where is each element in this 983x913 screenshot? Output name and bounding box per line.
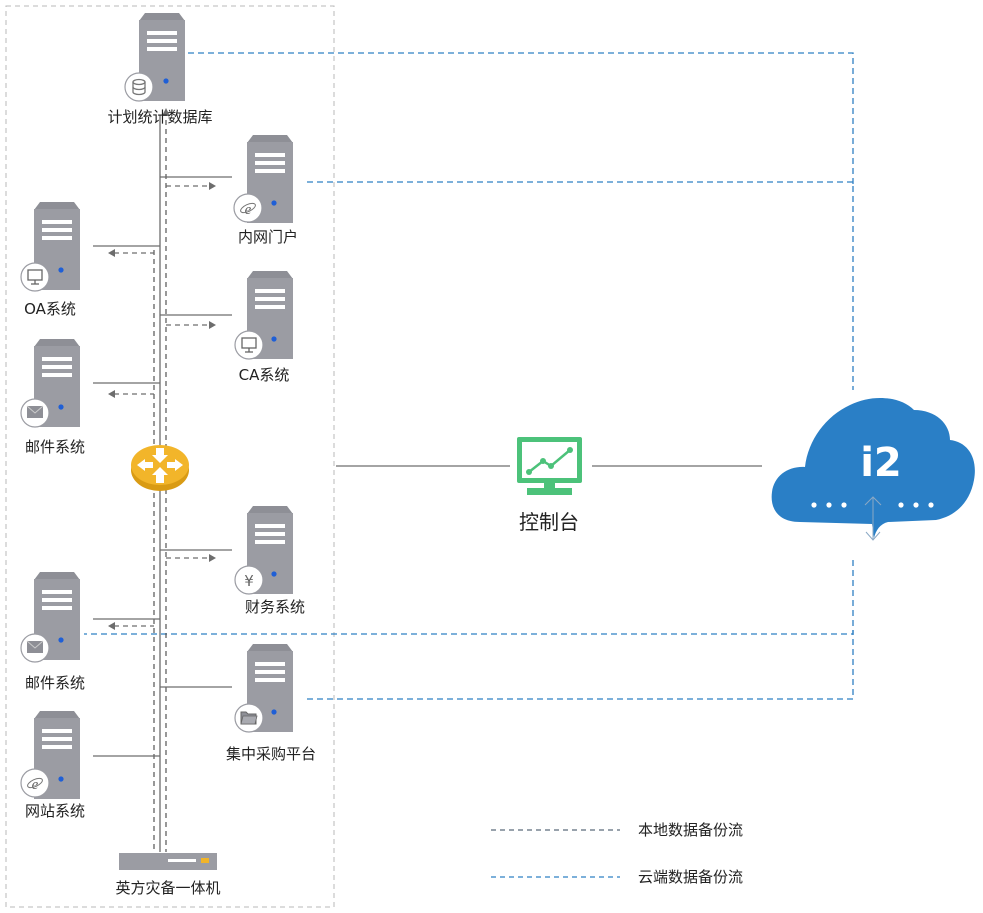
monitor-chart-icon <box>526 447 573 475</box>
appliance-label: 英方灾备一体机 <box>115 879 220 897</box>
cloud-flow-plan-db <box>188 52 854 185</box>
router[interactable] <box>131 445 189 491</box>
server-website-system[interactable]: e 网站系统 <box>20 711 85 820</box>
up-down-arrow-icon <box>864 496 882 541</box>
appliance-slot <box>168 859 196 862</box>
server-label: 邮件系统 <box>25 438 85 456</box>
cloud-dots <box>811 502 934 508</box>
server-procurement-platform[interactable]: 集中采购平台 <box>226 644 316 763</box>
monitor-icon <box>241 337 257 353</box>
legend-label: 本地数据备份流 <box>638 821 743 839</box>
server-label: OA系统 <box>24 300 76 318</box>
local-zone-border <box>5 5 335 908</box>
appliance-led <box>201 858 209 863</box>
server-plan-db[interactable]: 计划统计数据库 <box>107 13 213 126</box>
server-intranet-portal[interactable]: e 内网门户 <box>233 135 298 246</box>
branch-arrowheads <box>108 182 216 630</box>
ie-browser-icon: e <box>27 777 43 793</box>
arrow-up-plan-db <box>162 108 170 116</box>
cloud-flow-portal <box>307 181 854 390</box>
server-label: CA系统 <box>239 366 290 384</box>
mail-icon <box>26 640 44 653</box>
cloud-flow-to-mail2 <box>84 560 854 635</box>
server-mail-system-1[interactable]: 邮件系统 <box>20 339 85 456</box>
branch-connectors <box>93 176 232 757</box>
legend-label: 云端数据备份流 <box>638 868 743 886</box>
console[interactable]: 控制台 <box>517 437 582 534</box>
mail-icon <box>26 405 44 418</box>
monitor-icon <box>27 269 43 285</box>
backup-appliance[interactable]: 英方灾备一体机 <box>115 853 221 897</box>
server-label: 内网门户 <box>238 228 298 246</box>
ie-browser-icon: e <box>240 202 256 218</box>
cloud-icon <box>771 397 975 538</box>
server-mail-system-2[interactable]: 邮件系统 <box>20 572 85 692</box>
server-label: 邮件系统 <box>25 674 85 692</box>
svg-text:e: e <box>245 202 252 218</box>
cloud-backup-flow-lines <box>84 52 854 700</box>
yen-icon: ¥ <box>244 572 254 590</box>
legend-item-cloud: 云端数据备份流 <box>491 868 743 886</box>
folder-icon <box>240 711 258 725</box>
server-label: 财务系统 <box>245 598 305 616</box>
cloud-label: i2 <box>860 440 902 486</box>
legend: 本地数据备份流 云端数据备份流 <box>491 821 743 886</box>
router-arrows-icon <box>137 448 183 483</box>
server-finance-system[interactable]: ¥ 财务系统 <box>234 506 305 616</box>
legend-item-local: 本地数据备份流 <box>491 821 743 839</box>
cloud-storage[interactable]: i2 <box>771 397 975 541</box>
console-label: 控制台 <box>519 510 579 534</box>
database-icon <box>132 78 146 96</box>
server-label: 集中采购平台 <box>226 745 316 763</box>
server-oa-system[interactable]: OA系统 <box>20 202 80 318</box>
server-ca-system[interactable]: CA系统 <box>234 271 293 384</box>
svg-text:e: e <box>32 777 39 793</box>
cloud-flow-procurement <box>307 630 854 700</box>
server-label: 计划统计数据库 <box>107 108 212 126</box>
server-label: 网站系统 <box>25 802 85 820</box>
